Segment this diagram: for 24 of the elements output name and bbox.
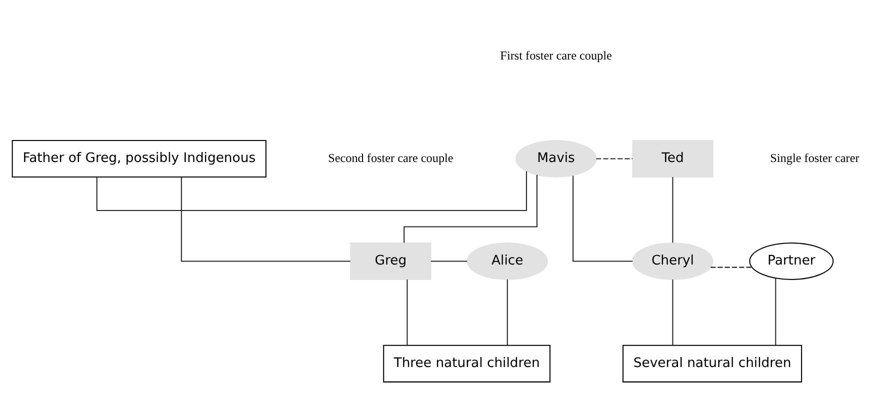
node-box: Father of Greg, possibly Indigenous — [12, 140, 266, 178]
connector — [672, 177, 674, 243]
connector — [406, 280, 408, 346]
node-ellipse: Cheryl — [632, 242, 714, 280]
connector — [572, 176, 632, 262]
label: First foster care couple — [500, 48, 612, 62]
label: Second foster care couple — [328, 150, 454, 165]
connector — [180, 177, 350, 262]
node-ellipse: Alice — [466, 242, 548, 280]
node-box: Ted — [632, 140, 714, 178]
connector — [506, 280, 508, 346]
label: Single foster carer — [770, 150, 860, 165]
connector — [96, 171, 527, 212]
connector — [404, 174, 538, 243]
connector — [430, 260, 468, 262]
node-ellipse: Mavis — [515, 140, 597, 178]
connector — [596, 158, 632, 160]
node-box: Greg — [350, 242, 432, 280]
connector — [672, 280, 674, 346]
node-box: Several natural children — [622, 344, 802, 382]
node-box: Three natural children — [383, 344, 550, 382]
node-ellipse: Partner — [749, 242, 834, 280]
connector — [775, 278, 776, 346]
connector — [710, 266, 752, 268]
